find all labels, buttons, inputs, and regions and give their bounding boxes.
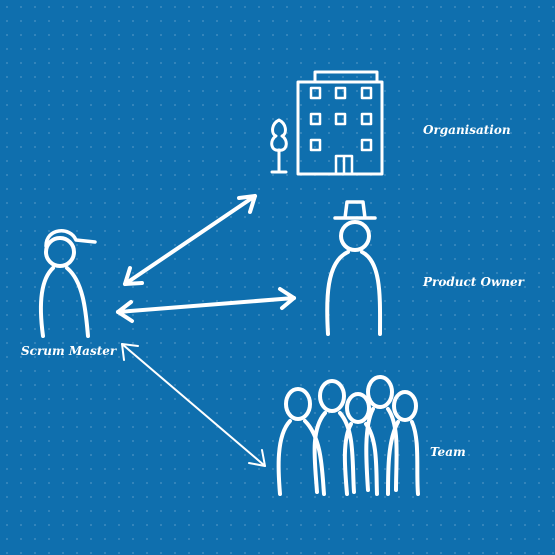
arrow-scrum-master-product-owner — [116, 287, 296, 323]
organisation-building-icon — [296, 70, 384, 176]
scrum-master-label: Scrum Master — [21, 344, 117, 358]
arrow-scrum-master-organisation — [123, 194, 257, 286]
arrow-scrum-master-team — [121, 343, 266, 467]
organisation-label: Organisation — [423, 123, 511, 137]
scrum-master-figure — [38, 229, 97, 338]
team-label: Team — [430, 445, 466, 459]
product-owner-figure — [325, 200, 383, 336]
tree-icon — [270, 118, 288, 174]
team-figures — [276, 375, 420, 496]
product-owner-label: Product Owner — [423, 275, 524, 289]
